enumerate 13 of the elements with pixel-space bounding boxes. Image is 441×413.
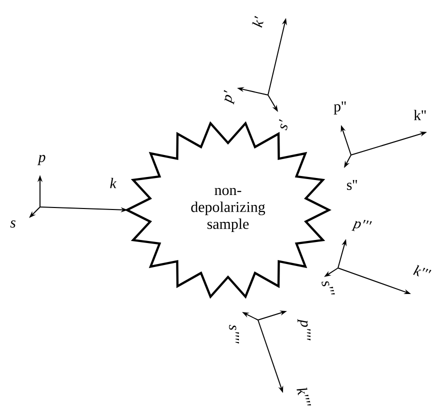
axis-label: p <box>37 154 46 166</box>
axis-label: s'''' <box>229 324 239 344</box>
axis-label: p' <box>224 90 234 105</box>
axis-label: p'''' <box>298 319 310 340</box>
axis-label: k' <box>252 16 264 28</box>
axis-label: p''' <box>351 220 372 232</box>
axis-label: s <box>10 220 16 228</box>
axis-label: s' <box>279 119 288 130</box>
axis-label: k'' <box>414 110 426 120</box>
axis-label: p'' <box>334 102 346 114</box>
axis-label: s'' <box>347 180 357 190</box>
axis-label: k''' <box>413 264 432 276</box>
axis-label: k'''' <box>296 387 312 406</box>
